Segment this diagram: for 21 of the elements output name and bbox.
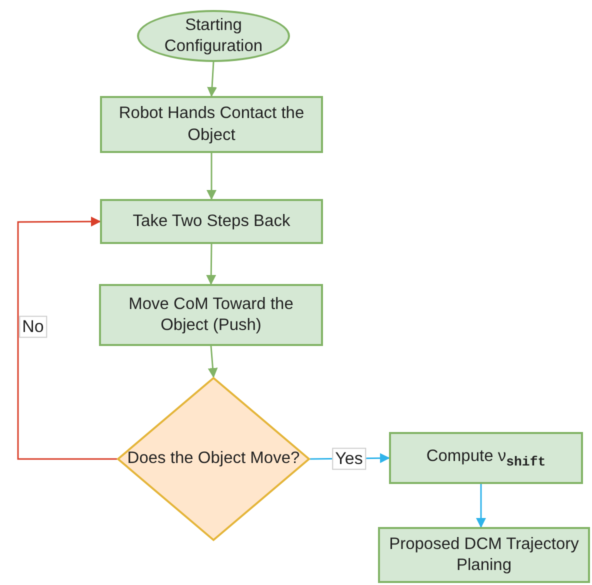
node-text: Proposed DCM Trajectory Planing [388, 534, 580, 576]
arrow [206, 244, 216, 285]
process-box [100, 96, 323, 153]
node-text: Starting Configuration [163, 14, 264, 57]
node-text: Take Two Steps Back [132, 210, 292, 232]
arrow [476, 484, 486, 528]
edge-label: Yes [332, 448, 366, 470]
process-box [99, 284, 323, 346]
arrow [207, 62, 218, 97]
node-text: Compute ν$_{shift}$ [425, 446, 547, 470]
arrow [17, 216, 117, 460]
arrow [208, 346, 218, 378]
arrow [206, 153, 216, 200]
decision-diamond [117, 377, 310, 541]
node-text: Move CoM Toward the Object (Push) [128, 294, 294, 336]
node-text: Does the Object Move? [126, 448, 301, 470]
process-box [389, 432, 583, 484]
edge-label: No [19, 316, 47, 338]
process-box [100, 199, 323, 244]
node-text: Robot Hands Contact the Object [118, 103, 306, 146]
process-box [378, 527, 590, 583]
